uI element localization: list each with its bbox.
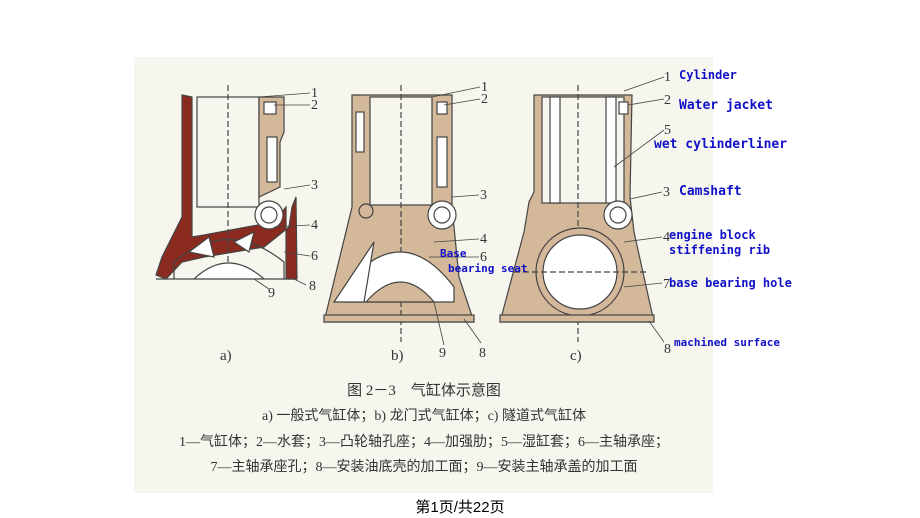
num-a-3: 3	[311, 178, 318, 193]
num-c-5: 5	[664, 123, 671, 138]
figure-caption: 图 2－3 气缸体示意图 a) 一般式气缸体；b) 龙门式气缸体；c) 隧道式气…	[179, 381, 669, 475]
num-b-6: 6	[480, 250, 487, 265]
num-b-3: 3	[480, 188, 487, 203]
callout-cylinder: Cylinder	[679, 68, 737, 82]
panel-labels: a) b) c)	[220, 348, 582, 364]
num-a-6: 6	[311, 249, 318, 264]
callout-base-bearing-seat: Base bearing seat	[440, 247, 527, 277]
diagram-a-numbers: 1 2 3 4 6 8 9	[268, 86, 318, 301]
callout-camshaft: Camshaft	[679, 184, 742, 199]
callout-wet-cylinder-liner: wet cylinderliner	[654, 137, 788, 152]
callout-rib-line-2: stiffening rib	[669, 243, 771, 257]
num-a-2: 2	[311, 98, 318, 113]
callout-base-bearing-hole: base bearing hole	[669, 276, 792, 290]
page-number: 第1页/共22页	[415, 499, 505, 516]
caption-title: 图 2－3 气缸体示意图	[347, 381, 501, 399]
num-a-4: 4	[311, 218, 318, 233]
caption-sub: a) 一般式气缸体；b) 龙门式气缸体；c) 隧道式气缸体	[262, 407, 586, 424]
diagram-a	[155, 85, 298, 280]
num-b-2: 2	[481, 92, 488, 107]
panel-label-a: a)	[220, 348, 232, 364]
num-b-8: 8	[479, 346, 486, 361]
diagram-b-leaders	[429, 86, 482, 346]
num-c-8: 8	[664, 342, 671, 357]
callout-base-line-1: Base	[440, 247, 467, 260]
num-c-2: 2	[664, 93, 671, 108]
diagram-b-numbers: 1 2 3 4 6 9 8	[439, 80, 488, 361]
callout-machined-surface: machined surface	[674, 336, 780, 349]
figure-panel: 1 2 3 4 6 8 9 1 2 3 4 6 9	[134, 57, 713, 493]
num-a-9: 9	[268, 286, 275, 301]
num-b-4: 4	[480, 232, 487, 247]
num-c-4: 4	[663, 230, 670, 245]
num-b-9: 9	[439, 346, 446, 361]
panel-label-b: b)	[391, 348, 404, 364]
num-a-1: 1	[311, 86, 318, 101]
diagram-c-leaders	[613, 76, 665, 343]
panel-label-c: c)	[570, 348, 582, 364]
callout-stiffening-rib: engine block stiffening rib	[669, 228, 770, 258]
diagram-c-numbers: 1 2 5 3 4 7 8	[663, 70, 671, 357]
diagram-a-leaders	[253, 92, 311, 290]
callout-base-line-2: bearing seat	[448, 261, 528, 275]
num-b-1: 1	[481, 80, 488, 95]
diagram-c	[499, 85, 655, 342]
callout-rib-line-1: engine block	[669, 228, 756, 242]
diagram-b	[323, 85, 475, 342]
num-c-7: 7	[663, 277, 670, 292]
engine-block-diagram: 1 2 3 4 6 8 9 1 2 3 4 6 9	[155, 70, 671, 475]
callout-water-jacket: Water jacket	[679, 98, 773, 113]
legend-line-2: 7—主轴承座孔；8—安装油底壳的加工面；9—安装主轴承盖的加工面	[211, 458, 638, 475]
num-a-8: 8	[309, 279, 316, 294]
num-c-3: 3	[663, 185, 670, 200]
num-c-1: 1	[664, 70, 671, 85]
legend-line-1: 1—气缸体；2—水套；3—凸轮轴孔座；4—加强肋；5—湿缸套；6—主轴承座；	[179, 433, 669, 450]
